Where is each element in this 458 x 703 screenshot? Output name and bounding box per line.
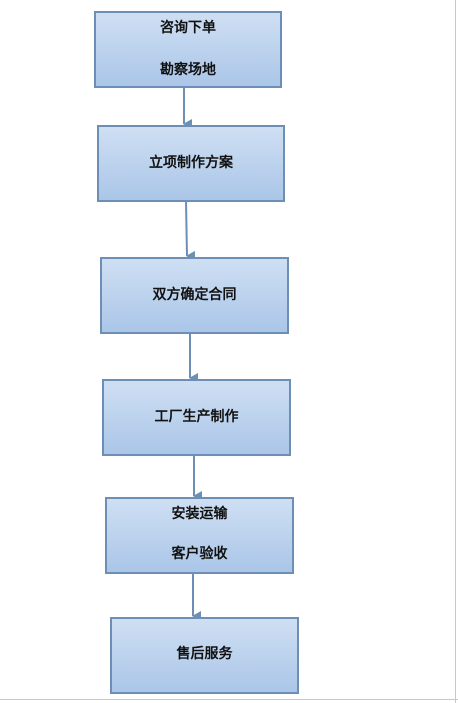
flow-step-production-line-1: 工厂生产制作	[154, 409, 239, 425]
flow-step-install-line-1: 安装运输	[171, 506, 228, 522]
flow-step-production: 工厂生产制作	[102, 379, 291, 456]
flow-arrow-2	[185, 200, 196, 261]
flow-step-contract: 双方确定合同	[100, 257, 289, 334]
page-edge-bottom	[0, 699, 458, 700]
flow-step-contract-line-1: 双方确定合同	[152, 287, 237, 303]
flow-step-plan: 立项制作方案	[97, 125, 285, 202]
flow-step-consult-line-1: 咨询下单	[160, 20, 216, 36]
flow-step-aftersales: 售后服务	[110, 617, 299, 694]
page-edge-right	[455, 0, 456, 703]
flow-step-install: 安装运输 客户验收	[105, 497, 294, 574]
flow-step-install-line-2: 客户验收	[171, 546, 228, 562]
flow-step-consult: 咨询下单 勘察场地	[94, 11, 282, 88]
flow-step-plan-line-1: 立项制作方案	[149, 155, 233, 171]
flow-step-consult-line-2: 勘察场地	[160, 62, 216, 78]
flow-step-aftersales-line-1: 售后服务	[176, 646, 233, 662]
